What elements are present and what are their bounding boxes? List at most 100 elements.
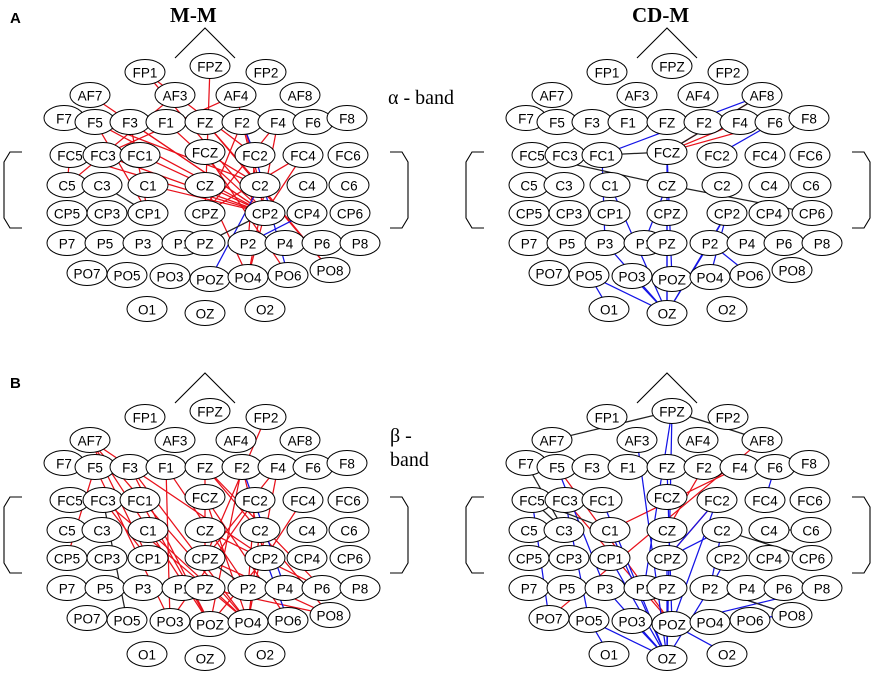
electrode-label: FCZ: [192, 146, 218, 161]
arrow-fc3-to-cp1: [104, 502, 147, 556]
electrode-fc2: FC2: [696, 487, 738, 513]
electrode-c3: C3: [543, 517, 585, 543]
electrode-fpz: FPZ: [651, 398, 693, 424]
electrode-cz: CZ: [184, 517, 226, 543]
electrode-cp5: CP5: [46, 200, 88, 226]
electrode-c4: C4: [286, 172, 328, 198]
electrode-label: F6: [305, 116, 321, 131]
electrode-po3: PO3: [149, 608, 191, 634]
electrode-pz: PZ: [184, 575, 226, 601]
electrode-label: F4: [732, 116, 748, 131]
electrode-af8: AF8: [279, 427, 321, 453]
electrode-label: POZ: [196, 273, 224, 288]
electrode-label: FP2: [716, 66, 741, 81]
electrode-label: C1: [601, 179, 618, 194]
arrow-oz-to-cp1: [611, 560, 666, 655]
electrode-c6: C6: [790, 517, 832, 543]
electrode-af3: AF3: [616, 427, 658, 453]
electrode-label: C3: [93, 524, 110, 539]
band-label-beta-line2: band: [390, 449, 429, 471]
electrode-label: FC3: [552, 149, 578, 164]
electrode-label: PO4: [234, 271, 262, 286]
electrode-f1: F1: [607, 454, 649, 480]
electrode-label: CP4: [294, 552, 321, 567]
electrode-cp4: CP4: [286, 200, 328, 226]
electrode-af4: AF4: [215, 427, 257, 453]
electrode-fz: FZ: [646, 454, 688, 480]
electrode-label: AF8: [750, 434, 775, 449]
electrode-label: PZ: [658, 582, 675, 597]
electrode-label: FC4: [752, 494, 778, 509]
electrode-label: CP2: [252, 552, 278, 567]
electrode-af7: AF7: [69, 427, 111, 453]
electrode-label: PO3: [618, 615, 645, 630]
electrode-cp5: CP5: [46, 545, 88, 571]
electrode-cp4: CP4: [286, 545, 328, 571]
electrode-label: P4: [739, 582, 756, 597]
electrode-label: PZ: [658, 237, 675, 252]
electrode-label: FZ: [659, 461, 676, 476]
electrode-label: C6: [340, 179, 357, 194]
right-ear-outline: [852, 151, 871, 229]
electrode-po3: PO3: [611, 608, 653, 634]
electrode-label: FZ: [197, 116, 214, 131]
electrode-label: F1: [158, 116, 174, 131]
electrode-label: O1: [138, 303, 156, 318]
electrode-label: CP6: [337, 552, 363, 567]
electrode-label: FCZ: [192, 491, 218, 506]
electrode-p2: P2: [689, 230, 731, 256]
electrode-label: CP2: [714, 207, 740, 222]
electrode-cpz: CPZ: [646, 545, 688, 571]
electrode-cpz: CPZ: [184, 545, 226, 571]
electrode-po4: PO4: [227, 264, 269, 290]
electrode-label: C2: [251, 179, 268, 194]
electrode-label: P7: [59, 237, 76, 252]
electrode-c5: C5: [46, 517, 88, 543]
electrode-label: F2: [696, 116, 712, 131]
electrode-o1: O1: [588, 641, 630, 667]
electrode-label: C6: [802, 524, 819, 539]
electrode-label: PO7: [535, 612, 562, 627]
electrode-label: FC2: [242, 494, 268, 509]
electrode-p7: P7: [508, 230, 550, 256]
electrode-label: O1: [138, 648, 156, 663]
condition-title-mm: M-M: [170, 3, 217, 27]
electrode-po4: PO4: [689, 264, 731, 290]
electrode-label: AF3: [163, 434, 188, 449]
electrode-label: CP6: [799, 552, 825, 567]
electrode-label: PO8: [778, 264, 805, 279]
electrode-fc6: FC6: [327, 487, 369, 513]
electrode-fc4: FC4: [744, 487, 786, 513]
electrode-f2: F2: [221, 109, 263, 135]
electrode-label: AF8: [288, 434, 313, 449]
electrode-label: F3: [584, 116, 600, 131]
electrode-label: F6: [305, 461, 321, 476]
right-ear-outline: [390, 151, 409, 229]
electrode-fc3: FC3: [82, 142, 124, 168]
electrode-af8: AF8: [279, 82, 321, 108]
electrode-p5: P5: [546, 230, 588, 256]
left-ear-outline: [465, 151, 484, 229]
electrode-poz: POZ: [189, 266, 231, 292]
electrode-label: CP2: [714, 552, 740, 567]
electrode-po5: PO5: [568, 262, 610, 288]
electrode-fc5: FC5: [511, 487, 553, 513]
electrode-label: F5: [87, 461, 103, 476]
electrode-af7: AF7: [531, 82, 573, 108]
electrode-cp4: CP4: [748, 545, 790, 571]
electrode-f8: F8: [326, 105, 368, 131]
electrode-fpz: FPZ: [189, 53, 231, 79]
arrow-c1-to-cp2: [151, 185, 262, 215]
electrode-p6: P6: [301, 575, 343, 601]
electrode-po8: PO8: [309, 257, 351, 283]
electrode-label: CZ: [658, 524, 676, 539]
electrode-label: FPZ: [197, 60, 223, 75]
electrode-label: P2: [702, 237, 719, 252]
electrode-p8: P8: [801, 230, 843, 256]
electrode-af7: AF7: [69, 82, 111, 108]
electrode-oz: OZ: [646, 300, 688, 326]
electrode-cp6: CP6: [791, 545, 833, 571]
